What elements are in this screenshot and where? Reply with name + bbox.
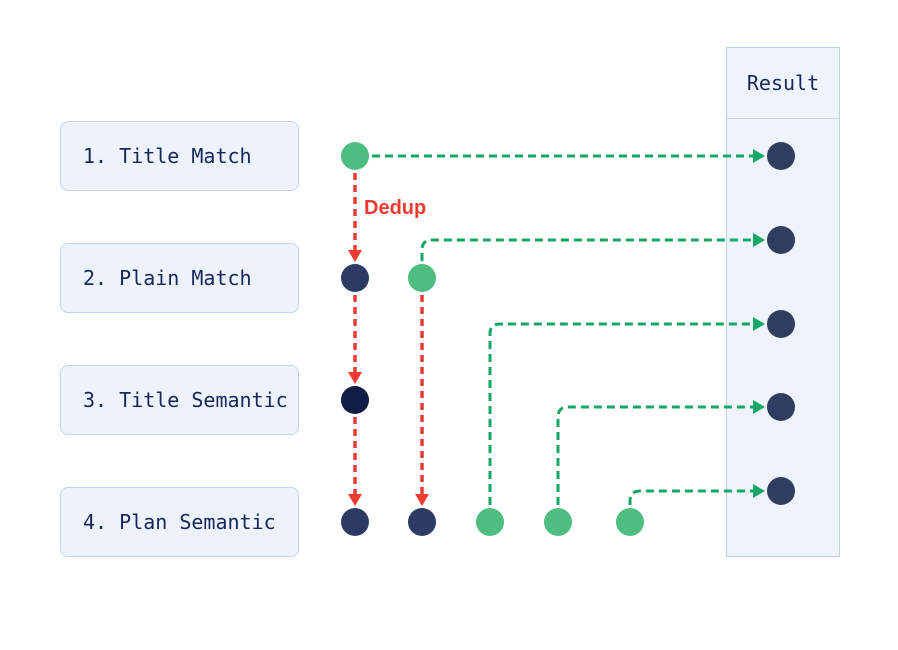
duplicate-dot-plan-semantic-dup-2	[408, 508, 436, 536]
dedup-arrowhead	[415, 494, 429, 506]
duplicate-dot-plan-semantic-dup-1	[341, 508, 369, 536]
candidate-dot-plan-semantic-cand-3	[616, 508, 644, 536]
stage-label: 1. Title Match	[83, 144, 252, 168]
candidate-dot-plain-match-candidate	[408, 264, 436, 292]
stage-box-title-match: 1. Title Match	[60, 121, 299, 191]
duplicate-dot-title-semantic-dup	[341, 386, 369, 414]
duplicate-dot-plain-match-dup	[341, 264, 369, 292]
result-column: Result	[726, 47, 840, 557]
stage-box-plan-semantic: 4. Plan Semantic	[60, 487, 299, 557]
candidate-dot-title-match-candidate	[341, 142, 369, 170]
dedup-label: Dedup	[364, 197, 427, 219]
result-column-header: Result	[727, 48, 839, 119]
candidate-dot-plan-semantic-cand-1	[476, 508, 504, 536]
stage-box-plain-match: 2. Plain Match	[60, 243, 299, 313]
result-header-label: Result	[746, 71, 820, 95]
promote-arrow-line	[420, 238, 755, 261]
stage-box-title-semantic: 3. Title Semantic	[60, 365, 299, 435]
dedup-arrowhead	[348, 494, 362, 506]
dedup-arrowhead	[348, 250, 362, 262]
stage-label: 2. Plain Match	[83, 266, 252, 290]
stage-label: 3. Title Semantic	[83, 388, 288, 412]
promote-arrow-line	[488, 322, 755, 505]
candidate-dot-plan-semantic-cand-2	[544, 508, 572, 536]
dedup-arrowhead	[348, 372, 362, 384]
stage-label: 4. Plan Semantic	[83, 510, 276, 534]
